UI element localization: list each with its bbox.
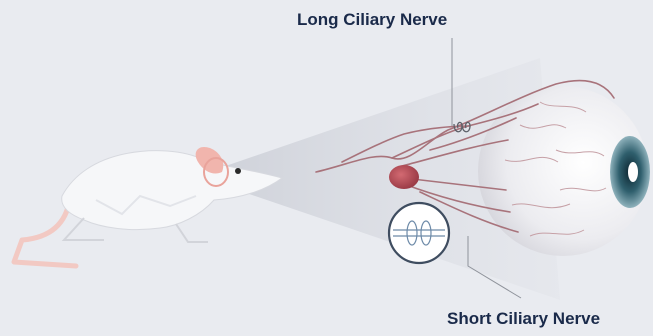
magnified-inset: [389, 203, 449, 263]
eyeball: [478, 86, 650, 256]
ciliary-ganglion: [389, 165, 419, 189]
short-ciliary-nerve-label: Short Ciliary Nerve: [447, 309, 600, 329]
long-ciliary-nerve-label: Long Ciliary Nerve: [297, 10, 447, 30]
